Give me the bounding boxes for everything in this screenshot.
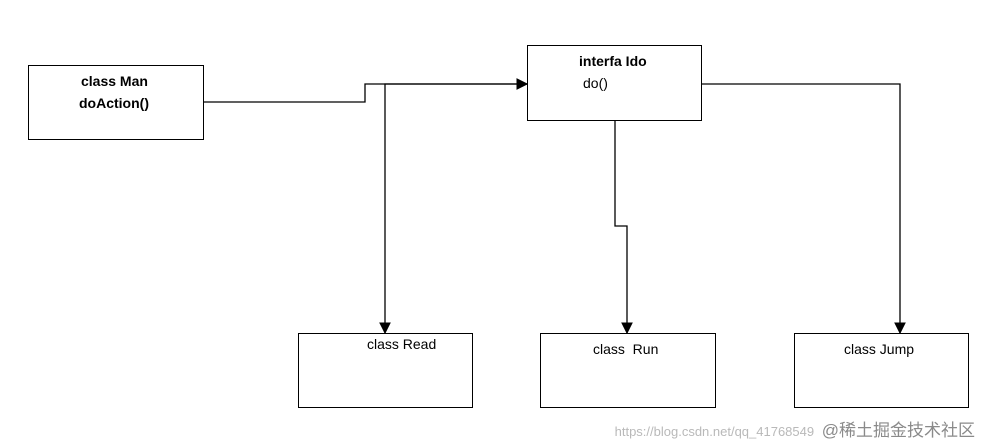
connector-man-to-interface [203,78,529,103]
class-man-method: doAction() [79,95,149,111]
connector-interface-to-jump [702,83,906,335]
interface-ido-box: interfa Ido do() [527,45,702,121]
class-jump-box: class Jump [794,333,969,408]
interface-ido-method: do() [583,75,608,91]
class-read-box: class Read [298,333,473,408]
connector-interface-to-run [614,121,633,335]
class-run-box: class Run [540,333,716,408]
watermark: https://blog.csdn.net/qq_41768549 @稀土掘金技… [615,416,975,441]
class-man-title: class Man [81,73,148,89]
class-run-title: class Run [593,341,659,357]
interface-ido-title: interfa Ido [579,53,647,69]
watermark-url: https://blog.csdn.net/qq_41768549 [614,424,815,439]
watermark-brand: @稀土掘金技术社区 [821,421,975,440]
connector-interface-to-read [379,83,527,335]
class-read-title: class Read [367,336,437,352]
class-jump-title: class Jump [844,341,915,357]
class-man-box: class Man doAction() [28,65,204,140]
